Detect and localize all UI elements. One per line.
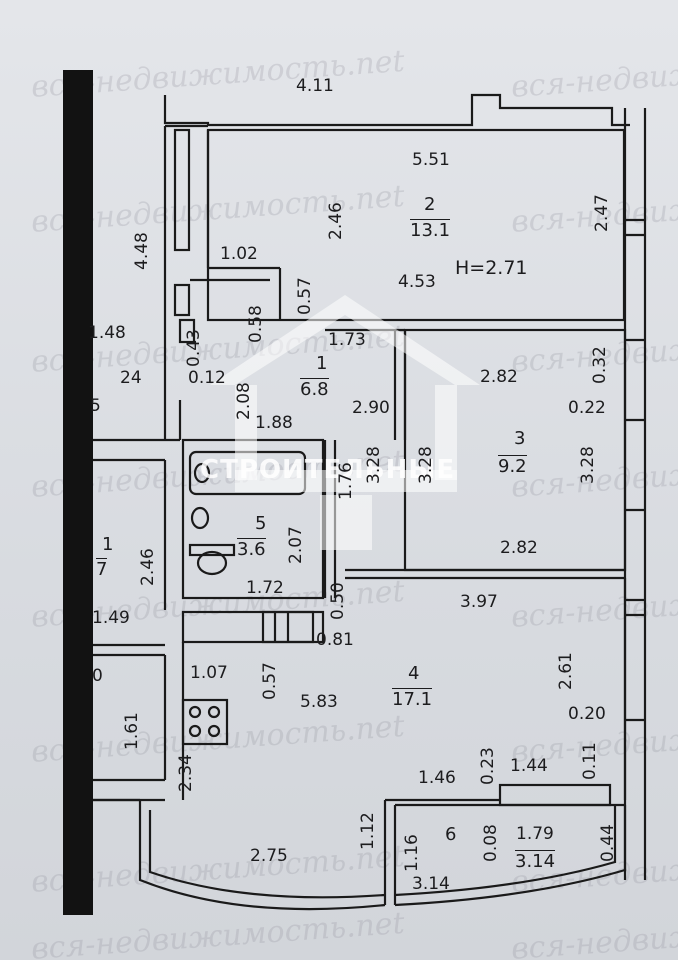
room-3-area: 9.2 [498, 455, 527, 477]
dim-label: 1.61 [122, 712, 142, 750]
room-5-number: 5 [255, 513, 267, 534]
dim-label: 2.34 [176, 754, 196, 792]
dim-label: 2.46 [326, 202, 346, 240]
dim-label: 0.44 [598, 824, 618, 862]
dim-label: 3.28 [416, 446, 436, 484]
dim-label: 2.82 [480, 367, 518, 387]
dim-label: 5.51 [412, 150, 450, 170]
ceiling-height: H=2.71 [455, 257, 528, 279]
dim-label: 1.16 [402, 834, 422, 872]
dim-label: 3.28 [364, 446, 384, 484]
dim-label: 1.76 [336, 462, 356, 500]
logo-text: СТРОИТЕЛЬНЫЕ [200, 455, 456, 485]
dim-label: 4.48 [132, 232, 152, 270]
dim-label: 1.07 [190, 663, 228, 683]
dim-label: 1.44 [510, 756, 548, 776]
room-5-area: 3.6 [237, 538, 266, 560]
dim-label: 0.32 [590, 346, 610, 384]
room-4-number: 4 [408, 663, 420, 684]
dim-label: 5.83 [300, 692, 338, 712]
dim-label: 0.58 [246, 305, 266, 343]
room-left-number: 1 [102, 534, 114, 555]
dim-label: 0.57 [295, 277, 315, 315]
dim-label: 1.73 [328, 330, 366, 350]
room-1-area: 6.8 [300, 378, 329, 400]
dim-label: 0.43 [184, 329, 204, 367]
dim-label: 24 [120, 368, 142, 388]
dim-label: 2.90 [352, 398, 390, 418]
dim-label: 0.12 [188, 368, 226, 388]
outer-wall [63, 70, 93, 915]
room-left-area: 7 [96, 558, 108, 580]
dim-label: 0.23 [478, 747, 498, 785]
dim-label: 2.07 [286, 526, 306, 564]
dim-label: 0.20 [568, 704, 606, 724]
room-2-number: 2 [424, 194, 436, 215]
dim-label: 1.48 [88, 323, 126, 343]
dim-label: 1.12 [358, 812, 378, 850]
room-4-area: 17.1 [392, 688, 433, 710]
dim-label: 0.57 [260, 662, 280, 700]
dim-label: 4.53 [398, 272, 436, 292]
dim-label: 2.46 [138, 548, 158, 586]
dim-label: 1.79 [516, 824, 554, 844]
dim-label: 5 [90, 396, 101, 416]
dim-label: 1.49 [92, 608, 130, 628]
dim-label: 2.75 [250, 846, 288, 866]
dim-label: 0.11 [580, 742, 600, 780]
dim-label: 1.46 [418, 768, 456, 788]
room-6-number: 6 [445, 824, 457, 845]
dim-label: 0.22 [568, 398, 606, 418]
room-2-area: 13.1 [410, 219, 451, 241]
house-logo [210, 295, 480, 550]
room-6-area: 3.14 [515, 850, 556, 872]
dim-label: 0.08 [481, 824, 501, 862]
dim-label: 3.97 [460, 592, 498, 612]
dim-label: 1.72 [246, 578, 284, 598]
dim-label: 0.50 [328, 582, 348, 620]
dim-label: 0.81 [316, 630, 354, 650]
dim-label: 2.47 [592, 194, 612, 232]
dim-label: 0 [92, 666, 103, 686]
room-1-number: 1 [316, 353, 328, 374]
dim-label: 2.08 [234, 382, 254, 420]
dim-label: 1.02 [220, 244, 258, 264]
room-3-number: 3 [514, 428, 526, 449]
dim-label: 2.82 [500, 538, 538, 558]
dim-label: 2.61 [556, 652, 576, 690]
dim-label: 3.14 [412, 874, 450, 894]
dim-label: 1.88 [255, 413, 293, 433]
dim-label: 3.28 [578, 446, 598, 484]
dim-label: 4.11 [296, 76, 334, 96]
